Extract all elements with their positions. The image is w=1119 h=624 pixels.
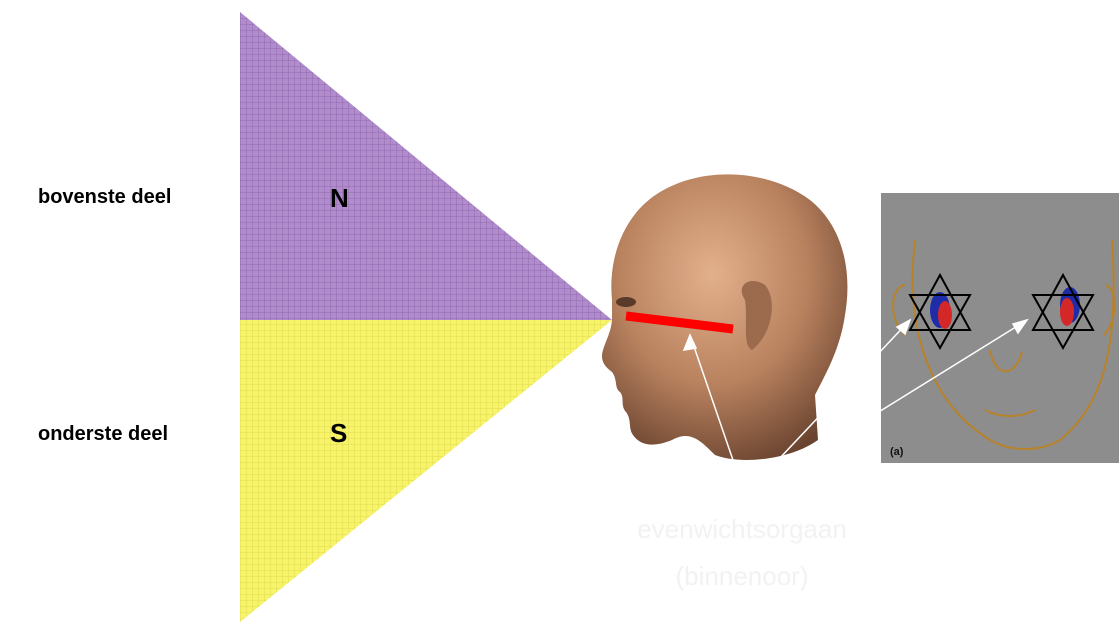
south-pole-label: S: [330, 418, 347, 449]
north-region: [240, 12, 612, 320]
organ-subcaption: (binnenoor): [612, 561, 872, 592]
south-region: [240, 320, 612, 622]
lower-part-label: onderste deel: [38, 423, 168, 446]
organ-caption: evenwichtsorgaan: [612, 514, 872, 545]
upper-part-label: bovenste deel: [38, 186, 171, 209]
inset-tag: (a): [890, 446, 904, 458]
inset-face-diagram: (a): [881, 193, 1119, 463]
north-pole-label: N: [330, 183, 349, 214]
